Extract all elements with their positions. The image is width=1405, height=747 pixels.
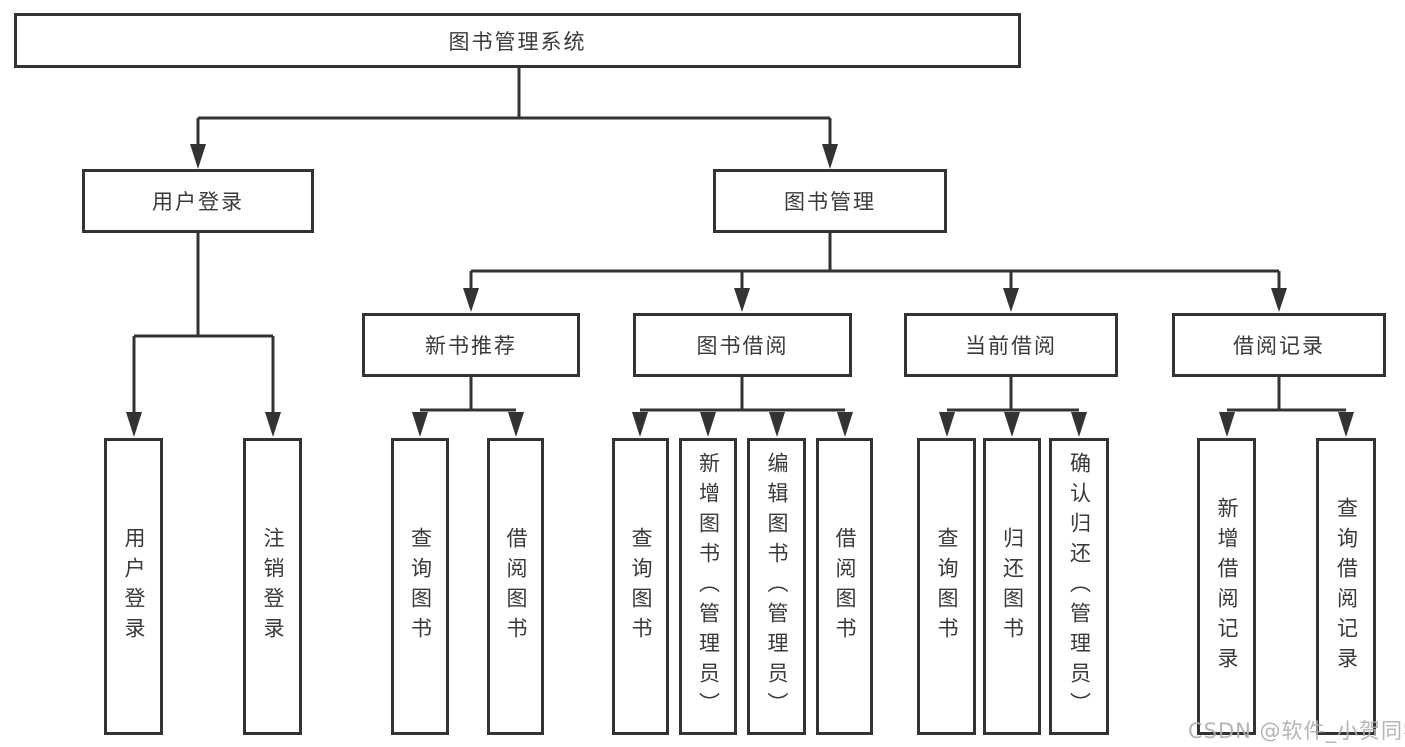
leaf-logout-label: 注销登录 [261,526,286,647]
node-root-library-management-system: 图书管理系统 [14,13,1021,68]
leaf-query-books-current-label: 查询图书 [935,526,960,647]
leaf-query-borrow-record-label: 查询借阅记录 [1334,496,1359,677]
leaf-query-books-borrow-label: 查询图书 [629,526,654,647]
leaf-add-book-admin: 新增图书（管理员） [679,438,737,735]
leaf-query-borrow-record: 查询借阅记录 [1316,438,1376,735]
csdn-watermark: CSDN @软件_小贺同学 [1188,719,1405,743]
leaf-add-borrow-record: 新增借阅记录 [1197,438,1256,735]
leaf-user-login-label: 用户登录 [122,526,147,647]
leaf-borrow-books-recommend: 借阅图书 [487,438,544,735]
leaf-return-book: 归还图书 [983,438,1041,735]
leaf-add-borrow-record-label: 新增借阅记录 [1215,496,1240,677]
leaf-borrow-books: 借阅图书 [816,438,873,735]
leaf-logout: 注销登录 [243,438,302,735]
node-book-management: 图书管理 [713,169,947,233]
leaf-edit-book-admin-label: 编辑图书（管理员） [765,451,790,722]
leaf-confirm-return-admin-label: 确认归还（管理员） [1067,451,1092,722]
leaf-query-books-borrow: 查询图书 [612,438,669,735]
node-book-borrow: 图书借阅 [633,313,852,377]
node-borrow-records: 借阅记录 [1172,313,1386,377]
leaf-query-books-recommend: 查询图书 [391,438,449,735]
leaf-borrow-books-recommend-label: 借阅图书 [504,526,529,647]
leaf-return-book-label: 归还图书 [1000,526,1025,647]
leaf-borrow-books-label: 借阅图书 [833,526,858,647]
node-new-book-recommend: 新书推荐 [362,313,580,377]
leaf-query-books-current: 查询图书 [917,438,976,735]
leaf-confirm-return-admin: 确认归还（管理员） [1049,438,1109,735]
leaf-query-books-recommend-label: 查询图书 [408,526,433,647]
leaf-edit-book-admin: 编辑图书（管理员） [747,438,806,735]
node-current-borrow: 当前借阅 [904,313,1118,377]
leaf-add-book-admin-label: 新增图书（管理员） [696,451,721,722]
leaf-user-login: 用户登录 [104,438,163,735]
node-user-login: 用户登录 [82,169,314,233]
